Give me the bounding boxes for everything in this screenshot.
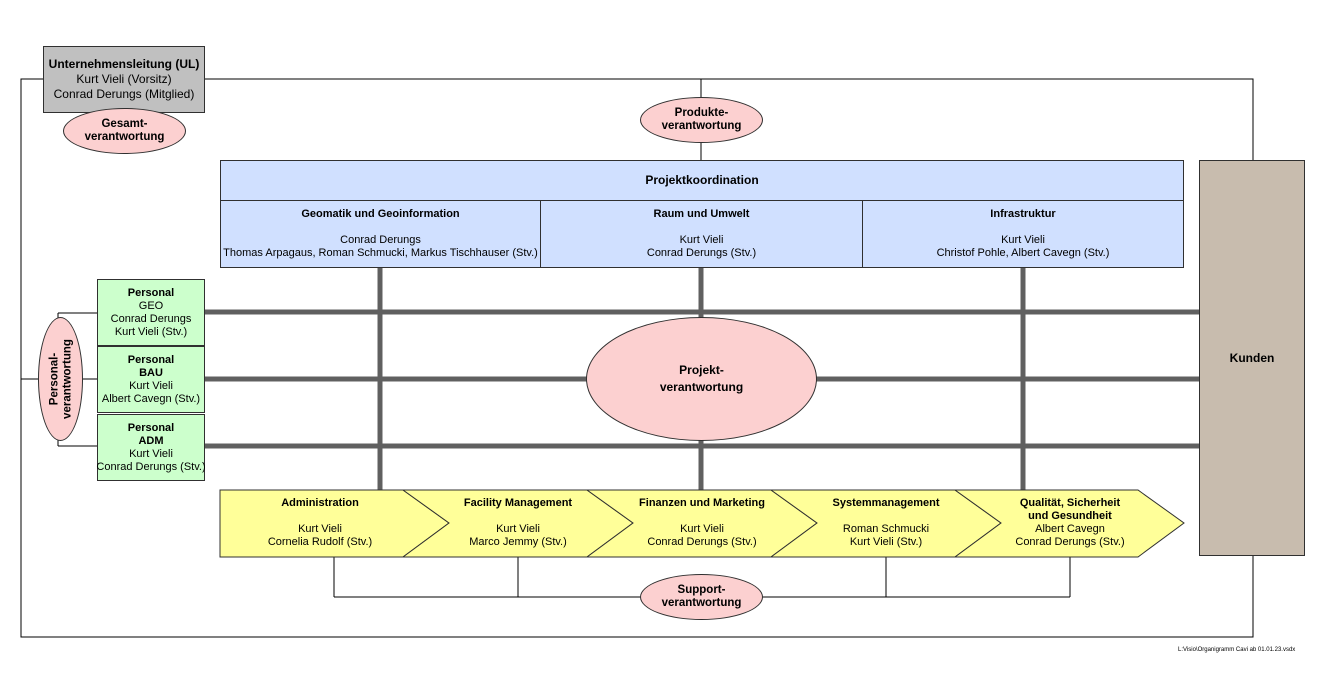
support-chevrons [219,489,1185,558]
product-responsibility-line2: verantwortung [661,120,742,132]
support-responsibility-line1: Support- [677,584,726,596]
personnel-deputy: Conrad Derungs (Stv.) [96,460,206,473]
coordination-column-lead: Conrad Derungs [340,234,421,246]
support-unit-lead: Albert Cavegn [1035,523,1105,535]
support-unit-title: Facility Management [463,497,573,509]
personnel-title: Personal [127,353,175,366]
support-unit-system: Systemmanagement Roman Schmucki Kurt Vie… [796,492,976,554]
support-responsibility-ellipse: Support- verantwortung [640,574,763,620]
support-unit-lead: Roman Schmucki [842,523,930,535]
coordination-column-raum: Raum und Umwelt Kurt Vieli Conrad Derung… [540,200,863,268]
personnel-deputy: Albert Cavegn (Stv.) [101,392,201,405]
coordination-column-title: Raum und Umwelt [653,208,750,220]
support-unit-facility: Facility Management Kurt Vieli Marco Jem… [428,492,608,554]
support-unit-title: Qualität, Sicherheit [1019,497,1121,509]
coordination-column-infrastruktur: Infrastruktur Kurt Vieli Christof Pohle,… [862,200,1184,268]
support-unit-deputy: Marco Jemmy (Stv.) [469,536,567,548]
coordination-column-deputy: Christof Pohle, Albert Cavegn (Stv.) [936,247,1110,259]
overall-responsibility-line2: verantwortung [84,131,165,143]
personnel-lead: Kurt Vieli [129,379,173,392]
chevron-qualitaet [953,489,1185,558]
personnel-responsibility-line2: verantwortung [60,339,73,419]
support-unit-administration: Administration Kurt Vieli Cornelia Rudol… [230,492,410,554]
support-unit-title: Administration [281,497,359,509]
personnel-lead: Kurt Vieli [129,447,173,460]
coordination-column-deputy: Conrad Derungs (Stv.) [646,247,757,259]
personnel-unit: GEO [138,299,164,312]
leadership-member: Conrad Derungs (Mitglied) [53,87,195,101]
personnel-deputy: Kurt Vieli (Stv.) [114,325,188,338]
personnel-responsibility-line1: Personal- [47,352,60,406]
coordination-column-title: Geomatik und Geoinformation [301,208,460,220]
coordination-column-geomatik: Geomatik und Geoinformation Conrad Derun… [220,200,541,268]
support-unit-title: Systemmanagement [832,497,940,509]
leadership-box: Unternehmensleitung (UL) Kurt Vieli (Vor… [43,46,205,113]
support-unit-finanzen: Finanzen und Marketing Kurt Vieli Conrad… [612,492,792,554]
project-coordination-title: Projektkoordination [645,173,759,187]
project-responsibility-line2: verantwortung [659,380,744,394]
support-unit-qualitaet: Qualität, Sicherheit und Gesundheit Albe… [980,492,1160,554]
personnel-box-geo: Personal GEO Conrad Derungs Kurt Vieli (… [97,279,205,346]
support-unit-title: Finanzen und Marketing [639,497,765,509]
personnel-title: Personal [127,421,175,434]
personnel-box-adm: Personal ADM Kurt Vieli Conrad Derungs (… [96,414,206,481]
footer-file-path: L:Visio\Organigramm Cavi ab 01.01.23.vsd… [1178,647,1296,653]
personnel-box-bau: Personal BAU Kurt Vieli Albert Cavegn (S… [97,346,205,413]
coordination-column-title: Infrastruktur [990,208,1056,220]
coordination-column-deputy: Thomas Arpagaus, Roman Schmucki, Markus … [223,247,538,259]
product-responsibility-ellipse: Produkte- verantwortung [640,97,763,143]
support-unit-lead: Kurt Vieli [680,523,724,535]
coordination-column-lead: Kurt Vieli [1001,234,1045,246]
support-unit-deputy: Kurt Vieli (Stv.) [849,536,923,548]
customers-label: Kunden [1229,350,1275,365]
personnel-title: Personal [127,286,175,299]
support-unit-deputy: Conrad Derungs (Stv.) [647,536,757,548]
project-responsibility-ellipse: Projekt- verantwortung [586,317,817,441]
support-unit-deputy: Conrad Derungs (Stv.) [1015,536,1125,548]
project-responsibility-line1: Projekt- [679,363,724,377]
support-unit-lead: Kurt Vieli [496,523,540,535]
personnel-responsibility-ellipse: Personal- verantwortung [38,317,83,441]
leadership-chair: Kurt Vieli (Vorsitz) [76,72,172,86]
coordination-column-lead: Kurt Vieli [679,234,724,246]
overall-responsibility-ellipse: Gesamt- verantwortung [63,108,186,154]
support-unit-title2: und Gesundheit [1028,510,1112,522]
personnel-unit: BAU [139,366,163,379]
project-coordination-header: Projektkoordination [220,160,1184,201]
support-responsibility-line2: verantwortung [661,597,742,609]
overall-responsibility-line1: Gesamt- [101,118,148,130]
product-responsibility-line1: Produkte- [674,107,729,119]
leadership-title: Unternehmensleitung (UL) [48,57,200,71]
personnel-lead: Conrad Derungs [110,312,192,325]
support-unit-lead: Kurt Vieli [298,523,342,535]
support-unit-deputy: Cornelia Rudolf (Stv.) [267,536,373,548]
customers-box: Kunden [1199,160,1305,556]
personnel-unit: ADM [138,434,164,447]
